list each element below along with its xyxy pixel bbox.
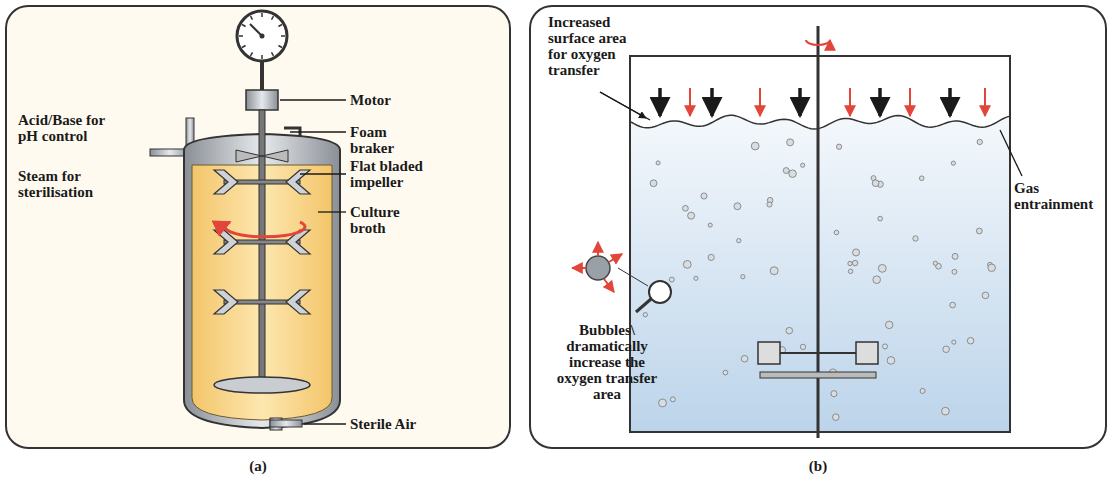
pipe-label: Steam for sterilisation <box>18 168 128 200</box>
part-label: Sterile Air <box>350 416 460 432</box>
part-label: Motor <box>350 92 440 108</box>
leader-line <box>280 100 346 424</box>
fermenter <box>150 11 340 430</box>
part-label: Culture broth <box>350 204 430 236</box>
callout-text: Increased surface area for oxygen transf… <box>548 14 638 78</box>
panel-label: (a) <box>238 458 278 474</box>
leader-line <box>600 92 1022 176</box>
callout-text: Bubbles\ dramatically increase the oxyge… <box>548 322 666 402</box>
panel <box>530 6 1106 448</box>
pipe-label: Acid/Base for pH control <box>18 112 108 144</box>
callout-text: Gas entrainment <box>1014 180 1106 212</box>
part-label: Foam braker <box>350 124 420 156</box>
part-label: Flat bladed impeller <box>350 158 450 190</box>
panel-label: (b) <box>798 458 838 474</box>
panel <box>6 6 510 448</box>
